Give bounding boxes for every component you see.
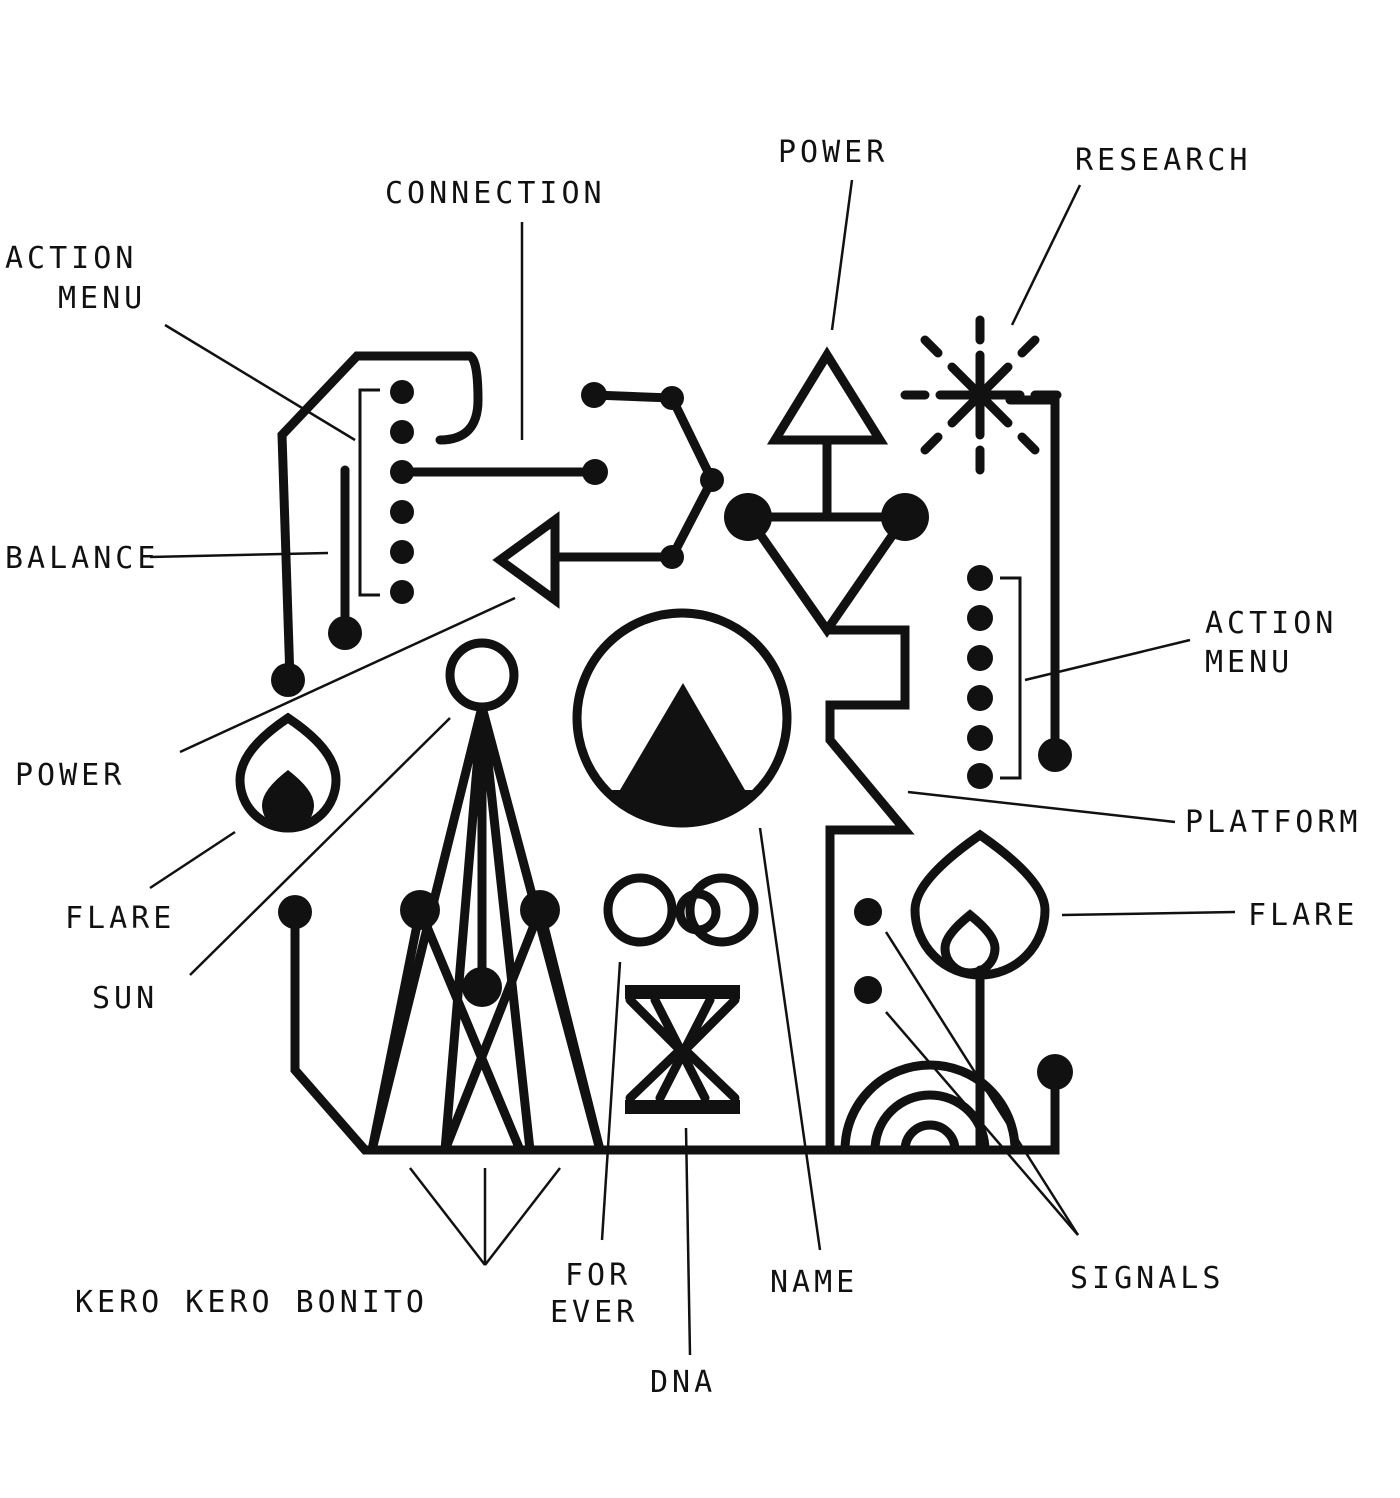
dot-column-right xyxy=(967,565,1022,789)
label-power-left: POWER xyxy=(15,758,125,793)
label-for: FOR xyxy=(565,1258,631,1293)
name-circle xyxy=(572,608,792,828)
dna-block xyxy=(625,985,740,1114)
label-flare-left: FLARE xyxy=(65,901,175,936)
label-power-top: POWER xyxy=(778,135,888,170)
label-action-left: ACTION xyxy=(5,241,137,276)
research-star xyxy=(900,315,1062,475)
label-menu-left: MENU xyxy=(58,281,146,316)
label-signals: SIGNALS xyxy=(1070,1261,1224,1296)
label-action-right: ACTION xyxy=(1205,606,1337,641)
label-band: KERO KERO BONITO xyxy=(75,1285,428,1320)
label-flare-right: FLARE xyxy=(1248,898,1358,933)
left-circuit xyxy=(271,351,724,697)
label-connection: CONNECTION xyxy=(385,176,606,211)
label-sun: SUN xyxy=(92,981,158,1016)
flare-left xyxy=(235,712,341,833)
label-ever: EVER xyxy=(550,1295,638,1330)
label-balance: BALANCE xyxy=(5,541,159,576)
power-triangles xyxy=(724,346,929,1155)
label-menu-right: MENU xyxy=(1205,645,1293,680)
rainbow-arcs xyxy=(840,1060,1020,1155)
label-dna: DNA xyxy=(650,1365,716,1400)
sun-structure xyxy=(367,638,605,1155)
label-platform: PLATFORM xyxy=(1185,805,1362,840)
dot-column-left xyxy=(390,380,414,604)
base-wire xyxy=(290,910,1060,1155)
label-name: NAME xyxy=(770,1265,858,1300)
labels: CONNECTION POWER RESEARCH ACTION MENU BA… xyxy=(5,135,1362,1400)
flare-right xyxy=(910,829,1050,1155)
label-research: RESEARCH xyxy=(1075,143,1252,178)
for-ever-symbol xyxy=(603,873,759,947)
